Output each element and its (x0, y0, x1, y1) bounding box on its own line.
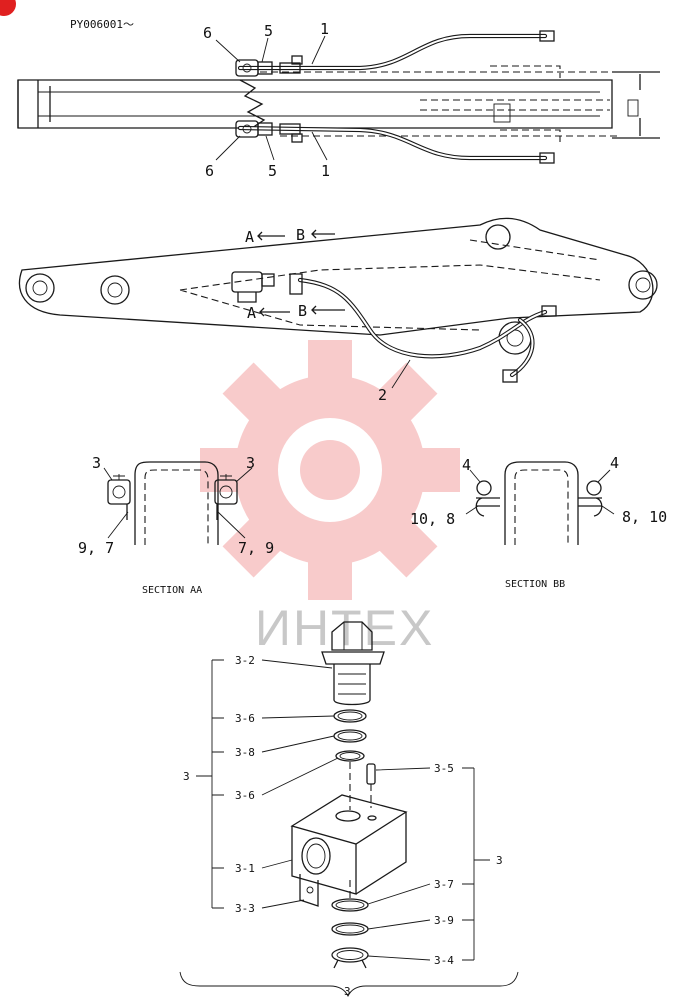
label-lower-5: 5 (268, 162, 277, 180)
top-view-arm (17, 30, 660, 164)
bb-left-top: 4 (462, 456, 471, 474)
part-3-6-lower: 3-6 (235, 789, 255, 802)
section-aa-drawing (103, 461, 253, 545)
bb-right-side: 8, 10 (622, 508, 667, 526)
part-3-8: 3-8 (235, 746, 255, 759)
label-upper-5: 5 (264, 22, 273, 40)
part-3-6-upper: 3-6 (235, 712, 255, 725)
part-3-9: 3-9 (434, 914, 454, 927)
corner-badge-icon (0, 0, 16, 16)
group-left-3: 3 (183, 770, 190, 783)
section-bb-drawing (465, 461, 615, 545)
aa-left-bottom: 9, 7 (78, 539, 114, 557)
aa-right-top: 3 (246, 454, 255, 472)
bb-left-side: 10, 8 (410, 510, 455, 528)
bb-right-top: 4 (610, 454, 619, 472)
aa-right-bottom: 7, 9 (238, 539, 274, 557)
group-bottom-3: 3 (344, 985, 351, 998)
section-marker-b-lower: B (298, 302, 307, 320)
watermark-gear-icon (200, 340, 460, 600)
part-3-1: 3-1 (235, 862, 255, 875)
section-aa-title: SECTION AA (142, 585, 202, 596)
section-marker-b-upper: B (296, 226, 305, 244)
valve-block-exploded-view (179, 621, 519, 998)
part-3-4: 3-4 (434, 954, 454, 967)
label-lower-6: 6 (205, 162, 214, 180)
group-right-3: 3 (496, 854, 503, 867)
header-code: PY006001～ (70, 18, 134, 31)
section-bb-title: SECTION BB (505, 579, 565, 590)
section-marker-a-upper: A (245, 228, 254, 246)
label-upper-6: 6 (203, 24, 212, 42)
part-3-3: 3-3 (235, 902, 255, 915)
part-3-5: 3-5 (434, 762, 454, 775)
label-lower-1: 1 (321, 162, 330, 180)
label-hose-2: 2 (378, 386, 387, 404)
section-marker-a-lower: A (247, 304, 256, 322)
part-3-7: 3-7 (434, 878, 454, 891)
part-3-2: 3-2 (235, 654, 255, 667)
side-view-arm (18, 217, 658, 389)
watermark-text: ИНТЕХ (255, 600, 434, 656)
aa-left-top: 3 (92, 454, 101, 472)
label-upper-1: 1 (320, 20, 329, 38)
